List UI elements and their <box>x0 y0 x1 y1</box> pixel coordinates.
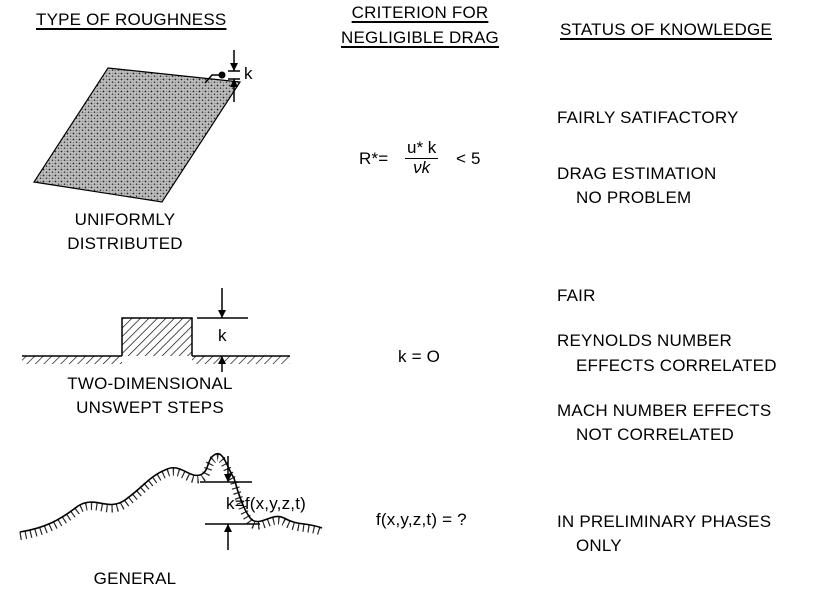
criterion-general: f(x,y,z,t) = ? <box>376 510 467 529</box>
criterion-lhs: R*= <box>359 149 389 168</box>
status-general-1a: IN PRELIMINARY PHASES <box>557 512 772 531</box>
step-dim-label: k <box>218 326 227 345</box>
status-uniform-2b: NO PROBLEM <box>576 188 692 207</box>
step-roughness-profile <box>22 288 290 372</box>
status-step-3b: NOT CORRELATED <box>576 425 735 444</box>
general-type-line1: GENERAL <box>93 569 177 588</box>
criterion-step: k = O <box>398 347 441 366</box>
header-type-of-roughness: TYPE OF ROUGHNESS <box>36 10 227 29</box>
status-general-1b: ONLY <box>576 536 622 555</box>
step-type-line1: TWO-DIMENSIONAL <box>67 374 233 393</box>
status-step-3a: MACH NUMBER EFFECTS <box>557 401 772 420</box>
header-criterion-line1: CRITERION FOR <box>351 3 489 22</box>
header-status-of-knowledge: STATUS OF KNOWLEDGE <box>560 20 772 39</box>
uniform-type-line2: DISTRIBUTED <box>67 234 183 253</box>
status-uniform-2a: DRAG ESTIMATION <box>557 164 717 183</box>
uniform-dim-label: k <box>244 64 253 83</box>
criterion-fraction: u* k νk <box>405 138 439 177</box>
criterion-rhs: < 5 <box>456 149 481 168</box>
general-dim-label: k=f(x,y,z,t) <box>226 494 307 513</box>
criterion-denominator: νk <box>413 158 431 177</box>
status-step-1: FAIR <box>557 286 596 305</box>
general-roughness-profile <box>19 453 324 550</box>
header-criterion-line2: NEGLIGIBLE DRAG <box>341 28 499 47</box>
criterion-numerator: u* k <box>405 138 439 159</box>
step-type-line2: UNSWEPT STEPS <box>76 398 224 417</box>
status-uniform-1: FAIRLY SATIFACTORY <box>557 108 739 127</box>
uniform-roughness-plate <box>32 50 242 203</box>
status-step-2a: REYNOLDS NUMBER <box>557 331 732 350</box>
status-step-2b: EFFECTS CORRELATED <box>576 356 777 375</box>
uniform-type-line1: UNIFORMLY <box>74 210 176 229</box>
